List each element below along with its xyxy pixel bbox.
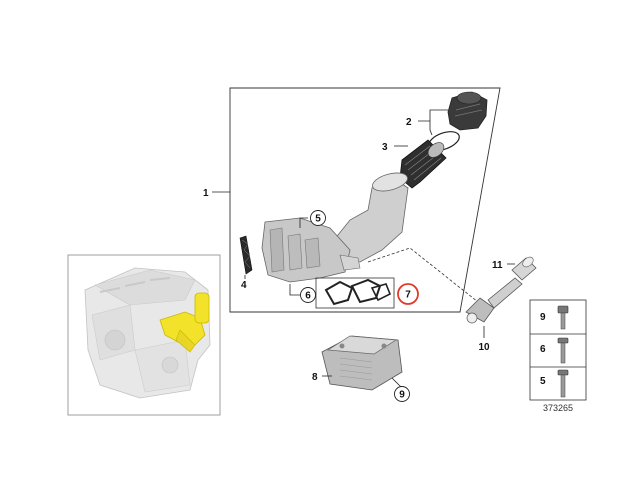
- callout-6-circle: [300, 287, 316, 303]
- callout-4[interactable]: 4: [241, 280, 247, 291]
- panel-label-5: 5: [540, 376, 546, 387]
- oil-filter-cap[interactable]: [447, 91, 488, 131]
- reference-number: 373265: [543, 403, 573, 413]
- callout-11[interactable]: 11: [492, 260, 503, 271]
- callout-5-circle: [310, 210, 326, 226]
- callout-5[interactable]: 5: [315, 214, 321, 225]
- callout-2[interactable]: 2: [406, 117, 412, 128]
- callout-6[interactable]: 6: [305, 291, 311, 302]
- bolt-5-icon: [557, 369, 569, 398]
- bolt-9-icon: [557, 305, 569, 330]
- housing-gasket[interactable]: [239, 235, 253, 275]
- bolt-6-icon: [557, 337, 569, 364]
- oil-filter-housing[interactable]: [261, 170, 409, 283]
- leader-line-6: [289, 284, 300, 296]
- callout-7-selected-circle: [397, 283, 419, 305]
- callout-10[interactable]: 10: [478, 342, 490, 353]
- oil-pipe[interactable]: [465, 277, 523, 324]
- engine-inset[interactable]: [67, 254, 221, 416]
- oil-filter-element[interactable]: [399, 139, 447, 189]
- pipe-connector[interactable]: [511, 255, 537, 281]
- callout-9-circle: [394, 386, 410, 402]
- gasket-set[interactable]: [315, 277, 395, 309]
- callout-1[interactable]: 1: [203, 188, 209, 199]
- leader-line-5: [299, 217, 308, 228]
- callout-9[interactable]: 9: [399, 390, 405, 401]
- oil-cooler[interactable]: [321, 335, 403, 391]
- panel-item-6[interactable]: 6: [540, 337, 569, 364]
- oil-filter-highlight: [159, 292, 210, 353]
- callout-7[interactable]: 7: [405, 290, 411, 301]
- callout-8[interactable]: 8: [312, 372, 318, 383]
- connection-dashed-line: [367, 247, 479, 303]
- callout-3[interactable]: 3: [382, 142, 388, 153]
- engine-block-image: [84, 267, 211, 399]
- main-assembly-frame: [229, 87, 501, 313]
- fastener-panel: [529, 299, 587, 401]
- panel-item-9[interactable]: 9: [540, 305, 569, 330]
- panel-label-6: 6: [540, 344, 546, 355]
- leader-line-2: [418, 109, 448, 136]
- panel-label-9: 9: [540, 312, 546, 323]
- panel-item-5[interactable]: 5: [540, 369, 569, 398]
